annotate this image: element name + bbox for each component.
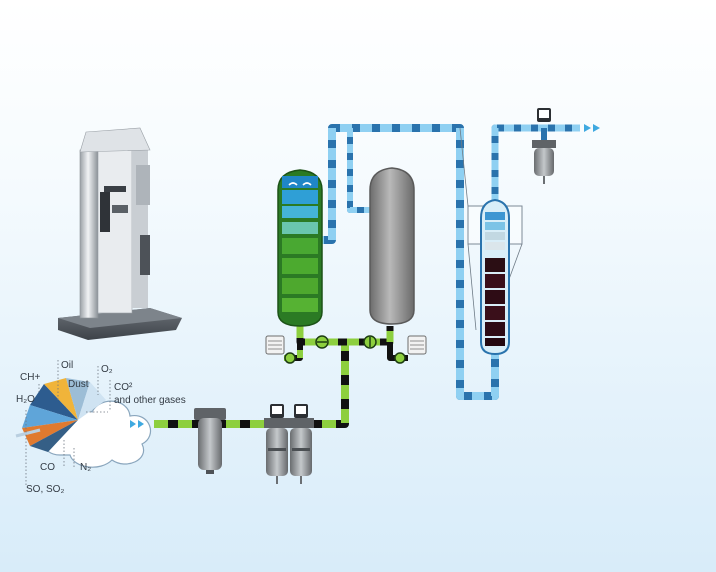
wet-air-inlet-pipe bbox=[154, 342, 349, 428]
gas-label-oil: Oil bbox=[61, 360, 74, 371]
valve-icon bbox=[363, 335, 377, 349]
gas-label-co: CO bbox=[40, 462, 55, 473]
exhaust-silencer-icon bbox=[407, 335, 427, 355]
nitrogen-dryer-unit-icon bbox=[58, 127, 182, 340]
adsorption-vessel-regenerating bbox=[369, 167, 415, 325]
inline-filter-icon bbox=[288, 404, 314, 484]
gas-label-other-gases: and other gases bbox=[114, 395, 186, 406]
valve-icon bbox=[315, 335, 329, 349]
valve-icon bbox=[394, 352, 406, 364]
flow-arrow-icon bbox=[130, 124, 600, 428]
gas-label-n2: N₂ bbox=[80, 462, 92, 473]
inline-filter-icon bbox=[264, 404, 290, 484]
contaminated-adsorbent-column bbox=[480, 198, 510, 356]
gas-label-o2: O₂ bbox=[101, 364, 113, 375]
exhaust-silencer-icon bbox=[265, 335, 285, 355]
contaminant-gas-cloud-icon bbox=[15, 360, 152, 485]
gas-label-h2o: H₂O bbox=[16, 394, 35, 405]
gas-label-ch4: CH+ bbox=[20, 372, 41, 383]
inline-filter-icon bbox=[532, 108, 556, 184]
adsorption-vessel-active bbox=[277, 169, 323, 327]
valve-icon bbox=[284, 352, 296, 364]
gas-label-so-so2: SO, SO₂ bbox=[26, 484, 65, 495]
gas-label-dust: Dust bbox=[68, 379, 89, 390]
gas-label-co2: CO² bbox=[114, 382, 133, 393]
inline-filter-icon bbox=[194, 408, 226, 474]
